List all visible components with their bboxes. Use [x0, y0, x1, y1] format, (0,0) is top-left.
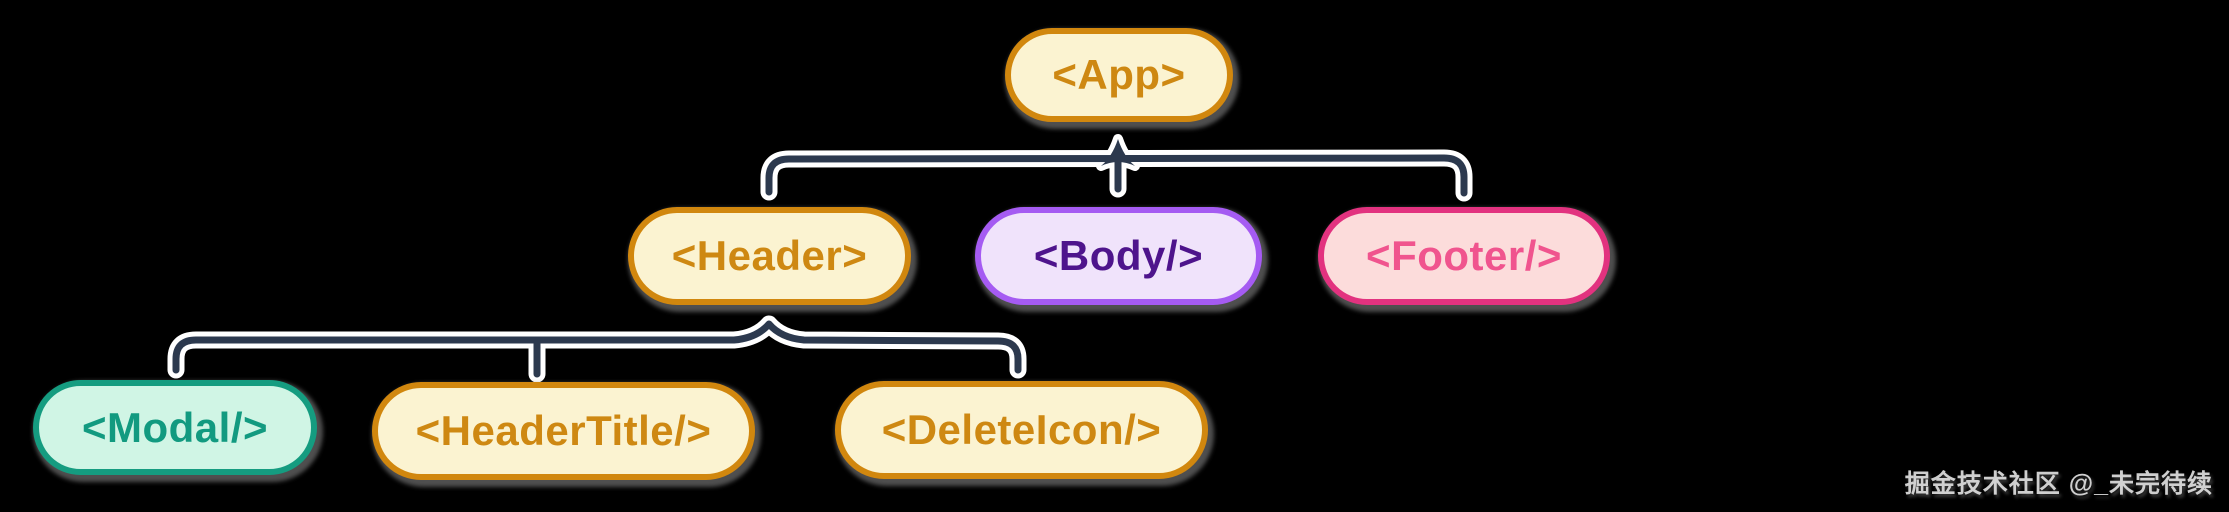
node-deleteicon-label: <DeleteIcon/> — [881, 406, 1162, 453]
node-app-label: <App> — [1052, 51, 1186, 98]
node-deleteicon: <DeleteIcon/> — [835, 381, 1208, 479]
node-modal-label: <Modal/> — [81, 403, 269, 451]
node-header-label: <Header> — [671, 232, 868, 279]
node-footer-label: <Footer/> — [1366, 232, 1562, 279]
edge-header-children — [172, 320, 1022, 374]
edge-header-children-halo — [167, 315, 1027, 379]
watermark-text: 掘金技术社区 @_未完待续 — [1904, 470, 2213, 498]
node-body-label: <Body/> — [1033, 232, 1204, 279]
arrowhead-up-icon — [1101, 139, 1135, 166]
node-headertitle: <HeaderTitle/> — [372, 382, 755, 480]
node-footer: <Footer/> — [1318, 207, 1610, 305]
node-body: <Body/> — [975, 207, 1262, 305]
node-modal: <Modal/> — [33, 380, 317, 475]
node-app: <App> — [1005, 28, 1233, 122]
node-header: <Header> — [628, 207, 911, 305]
node-headertitle-label: <HeaderTitle/> — [415, 407, 712, 454]
